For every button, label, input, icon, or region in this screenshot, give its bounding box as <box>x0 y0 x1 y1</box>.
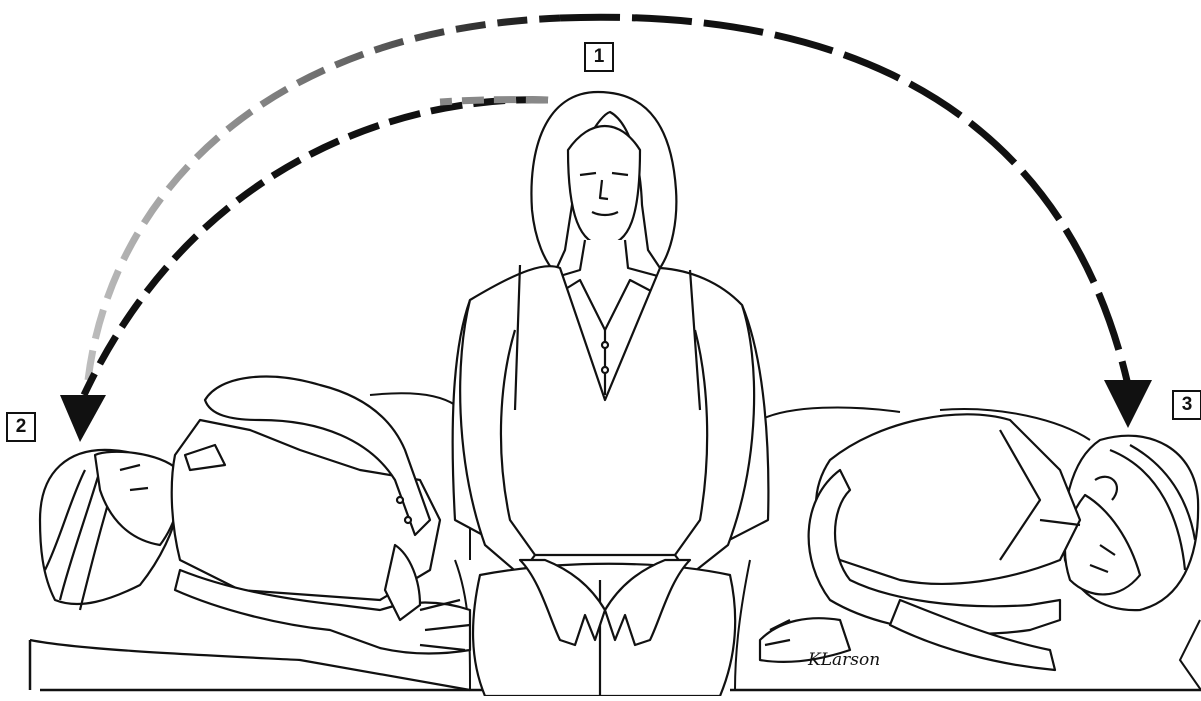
step-number: 3 <box>1182 394 1193 416</box>
step-label-1: 1 <box>584 42 614 72</box>
step-label-2: 2 <box>6 412 36 442</box>
artist-signature: KLarson <box>808 650 880 670</box>
step-label-3: 3 <box>1172 390 1201 420</box>
figure-lying-right <box>760 414 1198 670</box>
step-number: 1 <box>594 46 605 68</box>
arrowhead-left-icon <box>60 395 106 442</box>
arrowhead-right-icon <box>1104 380 1152 428</box>
figure-seated <box>453 92 769 696</box>
step-number: 2 <box>16 416 27 438</box>
figure-lying-left <box>30 377 470 690</box>
